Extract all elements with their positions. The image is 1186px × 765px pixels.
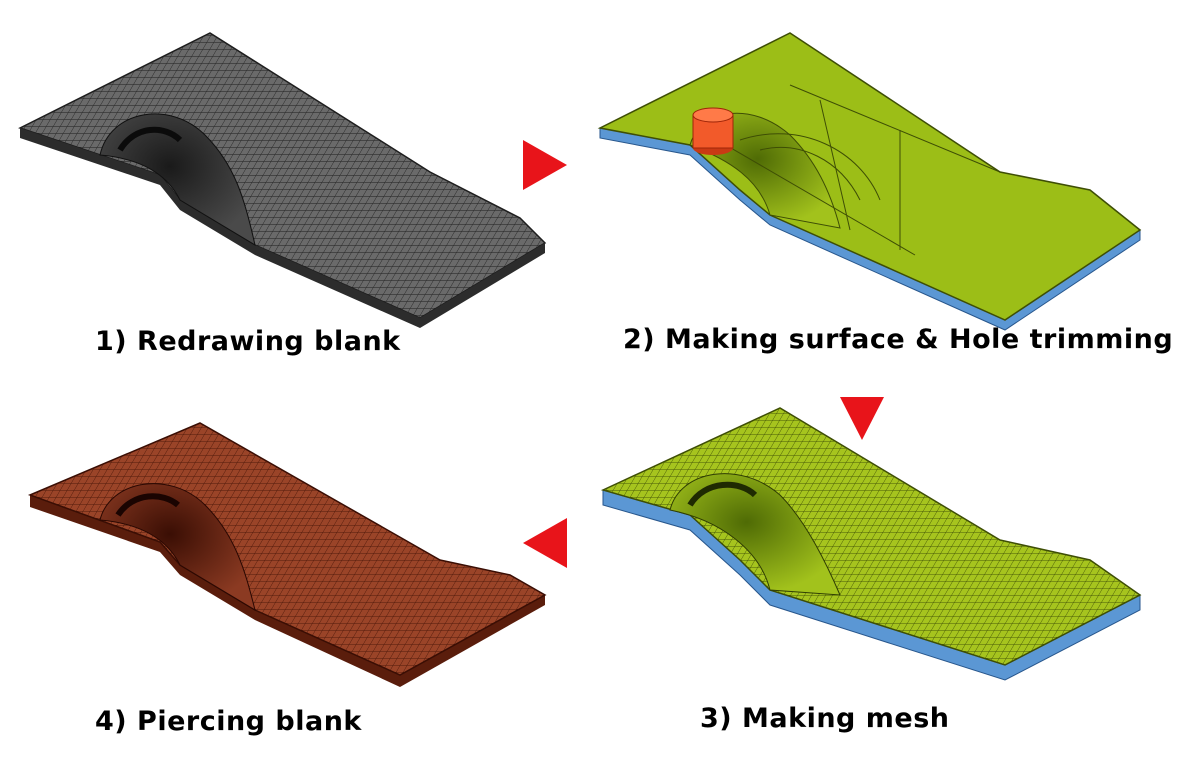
caption-piercing-blank: 4) Piercing blank — [95, 706, 362, 737]
arrow-right-icon — [523, 140, 567, 190]
caption-making-mesh: 3) Making mesh — [700, 703, 950, 734]
caption-redrawing-blank: 1) Redrawing blank — [95, 326, 401, 357]
arrow-down-icon — [840, 397, 884, 440]
caption-surface-hole-trimming: 2) Making surface & Hole trimming — [623, 324, 1174, 355]
arrow-left-icon — [523, 518, 567, 568]
part-making-mesh — [600, 407, 1142, 681]
part-piercing-blank — [27, 422, 547, 687]
part-surface-hole-trimming — [597, 32, 1142, 331]
part-redrawing-blank — [18, 32, 547, 328]
